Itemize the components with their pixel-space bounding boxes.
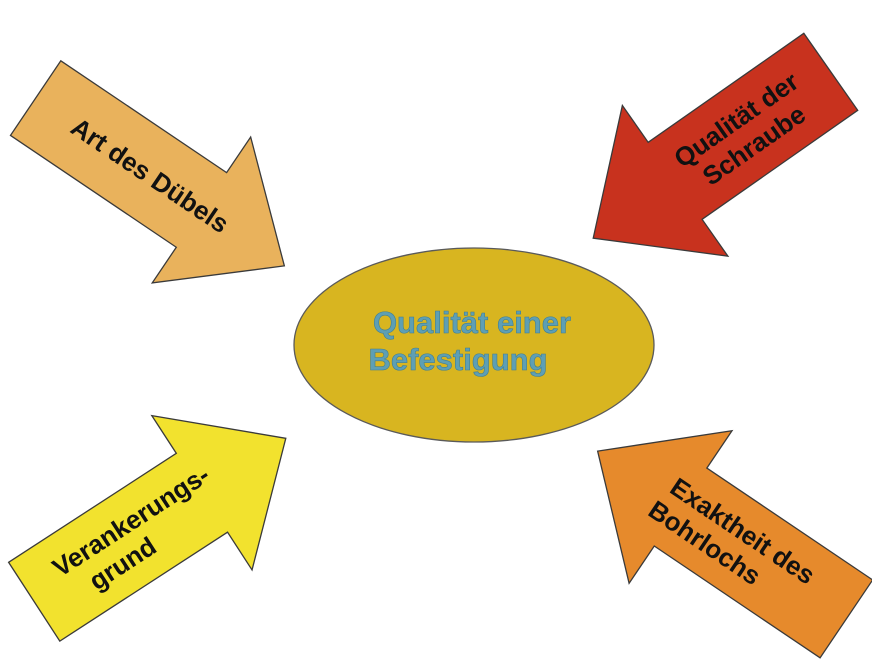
arrow-verankerungsgrund: Verankerungs- grund (7, 414, 287, 643)
arrow-art-des-duebels: Art des Dübels (9, 59, 286, 284)
center-label-line2: Befestigung (368, 342, 547, 377)
arrow-exaktheit-des-bohrlochs: Exaktheit des Bohrlochs (596, 429, 872, 659)
center-node: Qualität einer Befestigung (293, 247, 655, 443)
center-ellipse (293, 247, 655, 443)
arrow-qualitaet-der-schraube-shape (592, 32, 859, 258)
arrow-verankerungsgrund-shape (7, 414, 287, 643)
arrow-art-des-duebels-shape (9, 59, 286, 284)
center-label-line1: Qualität einer (373, 305, 571, 340)
arrow-exaktheit-des-bohrlochs-shape (596, 429, 872, 659)
arrow-qualitaet-der-schraube: Qualität der Schraube (592, 32, 859, 258)
